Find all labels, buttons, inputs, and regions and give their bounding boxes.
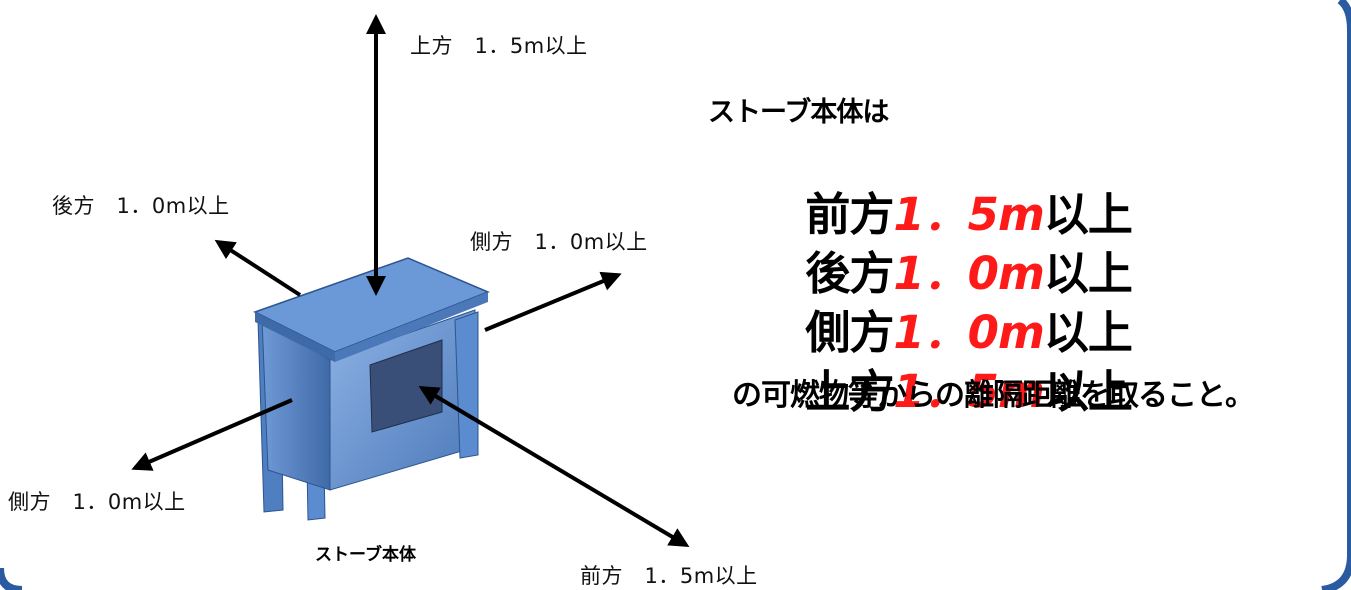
label-up: 上方 1．5m以上	[410, 34, 588, 58]
label-side-left: 側方 1．0m以上	[8, 490, 186, 514]
frame-border-right	[1321, 0, 1351, 590]
stove-illustration	[253, 257, 490, 521]
row-dir: 前方	[805, 188, 894, 241]
row-value: 1．5m	[893, 365, 1045, 418]
row-value: 1．0m	[893, 247, 1045, 300]
summary-row-up: 上方1．5m以上	[776, 305, 1133, 421]
arrow-front	[418, 385, 690, 548]
row-suffix: 以上	[1043, 306, 1133, 359]
label-stove: ストーブ本体	[315, 545, 416, 565]
row-value: 1．5m	[893, 188, 1045, 241]
row-dir: 上方	[805, 365, 894, 418]
label-front: 前方 1．5m以上	[580, 564, 758, 588]
row-suffix: 以上	[1043, 188, 1133, 241]
row-dir: 後方	[805, 247, 894, 300]
summary-row-back: 後方1．0m以上	[776, 187, 1133, 303]
summary-heading: ストーブ本体は	[708, 97, 889, 128]
row-value: 1．0m	[893, 306, 1045, 359]
frame-border	[0, 567, 23, 590]
label-back: 後方 1．0m以上	[52, 194, 230, 218]
arrow-side-left	[131, 398, 293, 471]
row-suffix: 以上	[1043, 247, 1133, 300]
summary-row-front: 前方1．5m以上	[776, 128, 1133, 244]
arrow-back	[214, 239, 302, 297]
arrow-side-right	[484, 271, 622, 332]
summary-row-side: 側方1．0m以上	[776, 246, 1133, 362]
row-dir: 側方	[805, 306, 894, 359]
label-side-right: 側方 1．0m以上	[470, 230, 648, 254]
summary-footer: の可燃物等からの離隔距離を取ること。	[732, 378, 1255, 413]
row-suffix: 以上	[1043, 365, 1133, 418]
